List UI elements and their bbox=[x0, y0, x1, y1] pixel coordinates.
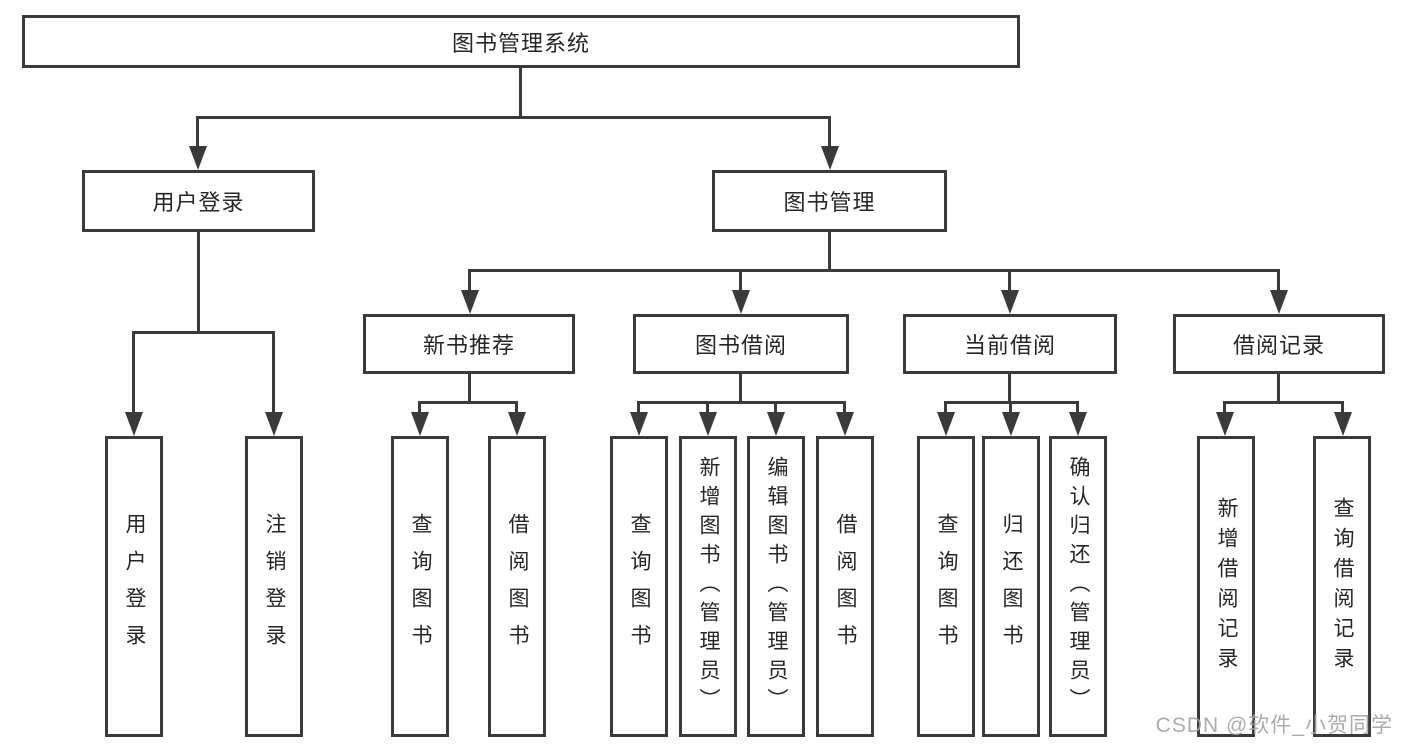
connector-borrow-stub-4 bbox=[843, 401, 846, 418]
node-new-book-recommend: 新书推荐 bbox=[363, 314, 575, 374]
connector-current-stub-3 bbox=[1076, 401, 1079, 418]
leaf-recommend-query-book: 查询图书 bbox=[391, 436, 449, 737]
connector-borrow-stub-1 bbox=[637, 401, 640, 418]
connector-record-stub-2 bbox=[1341, 401, 1344, 418]
connector-borrow-trunk bbox=[739, 374, 742, 403]
leaf-recommend-borrow-book: 借阅图书 bbox=[488, 436, 546, 737]
leaf-borrow-edit-book-admin-label: 编辑图书（管理员） bbox=[765, 456, 788, 717]
arrow-down-icon bbox=[699, 412, 717, 436]
node-book-borrow: 图书借阅 bbox=[633, 314, 849, 374]
arrow-down-icon bbox=[732, 290, 750, 314]
node-user-login: 用户登录 bbox=[82, 170, 315, 232]
leaf-current-query-book: 查询图书 bbox=[917, 436, 975, 737]
leaf-logout-label: 注销登录 bbox=[263, 512, 286, 661]
connector-user-stub-left bbox=[132, 331, 135, 416]
node-user-login-label: 用户登录 bbox=[152, 190, 245, 215]
leaf-record-query-borrow-record: 查询借阅记录 bbox=[1313, 436, 1371, 737]
connector-user-stub-right bbox=[272, 331, 275, 416]
arrow-down-icon bbox=[125, 412, 143, 436]
connector-mgmt-bar bbox=[469, 269, 1280, 272]
leaf-borrow-edit-book-admin: 编辑图书（管理员） bbox=[747, 436, 805, 737]
connector-mgmt-stub-2 bbox=[739, 269, 742, 294]
arrow-down-icon bbox=[1069, 412, 1087, 436]
leaf-current-confirm-return-admin-label: 确认归还（管理员） bbox=[1067, 456, 1090, 717]
connector-borrow-stub-2 bbox=[706, 401, 709, 418]
arrow-down-icon bbox=[1270, 290, 1288, 314]
arrow-down-icon bbox=[836, 412, 854, 436]
connector-current-bar bbox=[945, 401, 1079, 404]
leaf-record-query-borrow-record-label: 查询借阅记录 bbox=[1331, 496, 1354, 677]
connector-record-trunk bbox=[1277, 374, 1280, 403]
connector-record-stub-1 bbox=[1223, 401, 1226, 418]
leaf-recommend-query-book-label: 查询图书 bbox=[409, 512, 432, 661]
arrow-down-icon bbox=[937, 412, 955, 436]
connector-borrow-stub-3 bbox=[774, 401, 777, 418]
leaf-borrow-borrow-book: 借阅图书 bbox=[816, 436, 874, 737]
arrow-down-icon bbox=[1001, 290, 1019, 314]
node-borrow-record: 借阅记录 bbox=[1173, 314, 1385, 374]
arrow-down-icon bbox=[189, 146, 207, 170]
arrow-down-icon bbox=[630, 412, 648, 436]
arrow-down-icon bbox=[508, 412, 526, 436]
leaf-borrow-add-book-admin: 新增图书（管理员） bbox=[679, 436, 737, 737]
connector-recommend-stub-1 bbox=[418, 401, 421, 418]
node-current-borrow-label: 当前借阅 bbox=[963, 333, 1056, 358]
connector-root-stub-left bbox=[196, 116, 199, 150]
arrow-down-icon bbox=[1002, 412, 1020, 436]
node-book-management-label: 图书管理 bbox=[783, 190, 876, 215]
leaf-current-query-book-label: 查询图书 bbox=[935, 512, 958, 661]
connector-current-trunk bbox=[1008, 374, 1011, 403]
node-root-label: 图书管理系统 bbox=[451, 30, 590, 56]
leaf-user-login-label: 用户登录 bbox=[123, 512, 146, 661]
connector-current-stub-1 bbox=[944, 401, 947, 418]
connector-mgmt-stub-3 bbox=[1008, 269, 1011, 294]
leaf-borrow-query-book-label: 查询图书 bbox=[628, 512, 651, 661]
node-current-borrow: 当前借阅 bbox=[903, 314, 1117, 374]
connector-root-trunk bbox=[519, 66, 522, 118]
csdn-watermark: CSDN @软件_小贺同学 bbox=[1155, 714, 1393, 737]
node-book-borrow-label: 图书借阅 bbox=[694, 333, 787, 358]
leaf-record-add-borrow-record-label: 新增借阅记录 bbox=[1215, 496, 1238, 677]
connector-recommend-bar bbox=[419, 401, 518, 404]
node-book-management: 图书管理 bbox=[712, 170, 947, 232]
connector-mgmt-trunk bbox=[828, 232, 831, 271]
leaf-logout: 注销登录 bbox=[245, 436, 303, 737]
arrow-down-icon bbox=[821, 146, 839, 170]
connector-mgmt-stub-4 bbox=[1277, 269, 1280, 294]
leaf-borrow-add-book-admin-label: 新增图书（管理员） bbox=[697, 456, 720, 717]
arrow-down-icon bbox=[767, 412, 785, 436]
arrow-down-icon bbox=[265, 412, 283, 436]
arrow-down-icon bbox=[1334, 412, 1352, 436]
leaf-current-confirm-return-admin: 确认归还（管理员） bbox=[1049, 436, 1107, 737]
leaf-borrow-query-book: 查询图书 bbox=[610, 436, 668, 737]
leaf-user-login: 用户登录 bbox=[105, 436, 163, 737]
leaf-recommend-borrow-book-label: 借阅图书 bbox=[506, 512, 529, 661]
connector-recommend-stub-2 bbox=[515, 401, 518, 418]
connector-mgmt-stub-1 bbox=[468, 269, 471, 294]
connector-user-trunk bbox=[197, 232, 200, 333]
leaf-current-return-book-label: 归还图书 bbox=[1000, 512, 1023, 661]
arrow-down-icon bbox=[411, 412, 429, 436]
connector-root-bar bbox=[197, 116, 831, 119]
connector-root-stub-right bbox=[828, 116, 831, 150]
leaf-current-return-book: 归还图书 bbox=[982, 436, 1040, 737]
connector-user-bar bbox=[133, 331, 275, 334]
arrow-down-icon bbox=[1216, 412, 1234, 436]
connector-record-bar bbox=[1224, 401, 1344, 404]
connector-current-stub-2 bbox=[1009, 401, 1012, 418]
connector-recommend-trunk bbox=[468, 374, 471, 403]
arrow-down-icon bbox=[461, 290, 479, 314]
node-new-book-recommend-label: 新书推荐 bbox=[422, 333, 515, 358]
node-borrow-record-label: 借阅记录 bbox=[1232, 333, 1325, 358]
leaf-borrow-borrow-book-label: 借阅图书 bbox=[834, 512, 857, 661]
node-root-library-system: 图书管理系统 bbox=[22, 15, 1020, 68]
connector-borrow-bar bbox=[638, 401, 846, 404]
leaf-record-add-borrow-record: 新增借阅记录 bbox=[1197, 436, 1255, 737]
